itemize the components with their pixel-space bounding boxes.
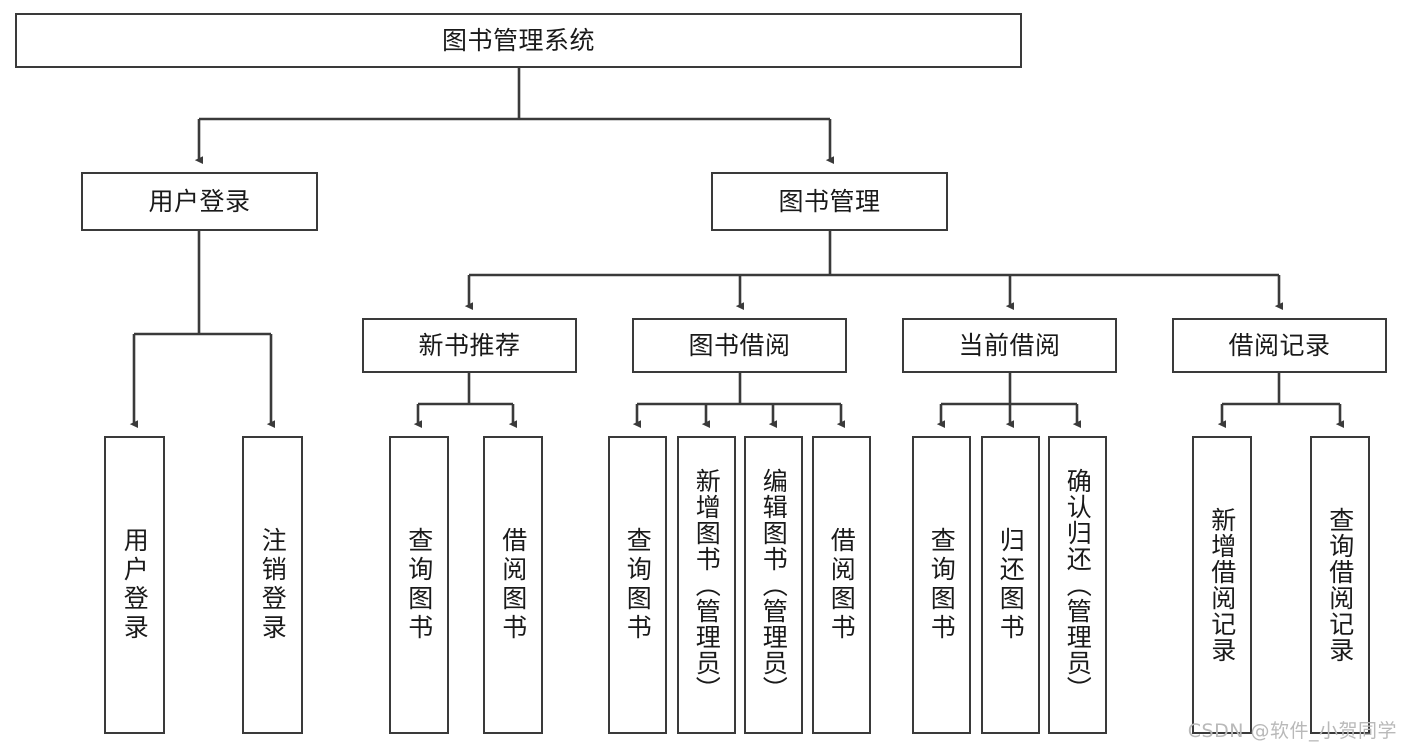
node-leaf-query-book-1-label: 查询图书 bbox=[404, 527, 434, 643]
node-user-login-label: 用户登录 bbox=[148, 186, 251, 216]
node-leaf-query-book-3-label: 查询图书 bbox=[927, 527, 957, 643]
node-leaf-confirm-return-label: 确认归还（管理员） bbox=[1063, 468, 1093, 702]
node-book-manage-label: 图书管理 bbox=[778, 186, 881, 216]
node-book-borrow-label: 图书借阅 bbox=[688, 330, 791, 360]
node-leaf-add-book-label: 新增图书（管理员） bbox=[692, 468, 722, 702]
node-new-book-recommendation[interactable]: 新书推荐 bbox=[362, 318, 577, 373]
node-user-login[interactable]: 用户登录 bbox=[81, 172, 318, 231]
node-root-label: 图书管理系统 bbox=[441, 25, 595, 55]
node-leaf-query-book-3[interactable]: 查询图书 bbox=[912, 436, 971, 734]
node-leaf-borrow-book-2[interactable]: 借阅图书 bbox=[812, 436, 871, 734]
node-leaf-return-book-label: 归还图书 bbox=[996, 527, 1026, 643]
node-leaf-return-book[interactable]: 归还图书 bbox=[981, 436, 1040, 734]
node-leaf-user-login-label: 用户登录 bbox=[120, 527, 150, 643]
node-leaf-query-book-1[interactable]: 查询图书 bbox=[389, 436, 449, 734]
watermark-text: CSDN @软件_小贺同学 bbox=[1187, 720, 1397, 742]
node-leaf-logout[interactable]: 注销登录 bbox=[242, 436, 303, 734]
node-leaf-query-book-2-label: 查询图书 bbox=[623, 527, 653, 643]
node-leaf-add-record[interactable]: 新增借阅记录 bbox=[1192, 436, 1252, 734]
node-leaf-edit-book-label: 编辑图书（管理员） bbox=[759, 468, 789, 702]
node-leaf-borrow-book-2-label: 借阅图书 bbox=[827, 527, 857, 643]
node-leaf-add-book[interactable]: 新增图书（管理员） bbox=[677, 436, 736, 734]
node-current-borrow-label: 当前借阅 bbox=[958, 330, 1061, 360]
node-leaf-user-login[interactable]: 用户登录 bbox=[104, 436, 165, 734]
node-leaf-query-book-2[interactable]: 查询图书 bbox=[608, 436, 667, 734]
node-book-borrow[interactable]: 图书借阅 bbox=[632, 318, 847, 373]
node-leaf-confirm-return[interactable]: 确认归还（管理员） bbox=[1048, 436, 1107, 734]
node-new-book-recommendation-label: 新书推荐 bbox=[418, 330, 521, 360]
node-leaf-query-record-label: 查询借阅记录 bbox=[1325, 507, 1355, 663]
node-borrow-record[interactable]: 借阅记录 bbox=[1172, 318, 1387, 373]
node-leaf-edit-book[interactable]: 编辑图书（管理员） bbox=[744, 436, 803, 734]
node-current-borrow[interactable]: 当前借阅 bbox=[902, 318, 1117, 373]
node-root[interactable]: 图书管理系统 bbox=[15, 13, 1022, 68]
node-leaf-borrow-book-1[interactable]: 借阅图书 bbox=[483, 436, 543, 734]
node-leaf-query-record[interactable]: 查询借阅记录 bbox=[1310, 436, 1370, 734]
node-leaf-logout-label: 注销登录 bbox=[258, 527, 288, 643]
node-leaf-borrow-book-1-label: 借阅图书 bbox=[498, 527, 528, 643]
node-leaf-add-record-label: 新增借阅记录 bbox=[1207, 507, 1237, 663]
node-borrow-record-label: 借阅记录 bbox=[1228, 330, 1331, 360]
node-book-manage[interactable]: 图书管理 bbox=[711, 172, 948, 231]
